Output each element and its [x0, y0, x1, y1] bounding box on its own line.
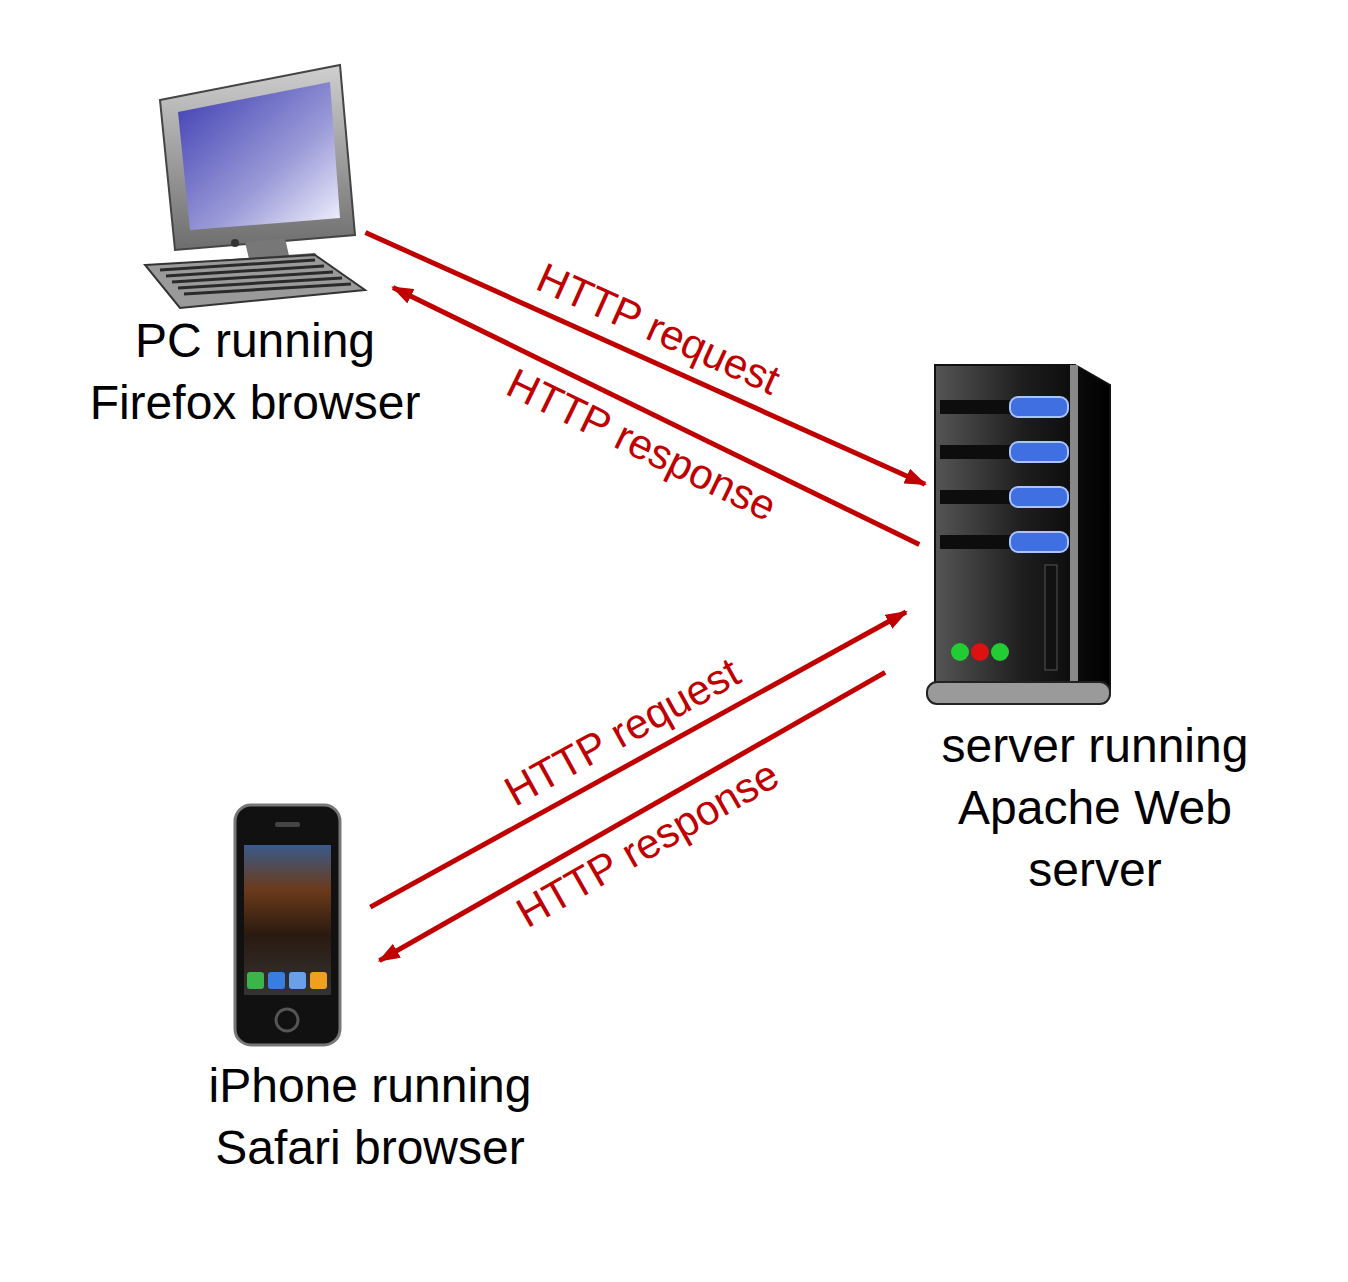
device-label: server running Apache Web server [895, 715, 1295, 901]
device-node: server running Apache Web server [895, 360, 1295, 901]
phone-icon [230, 800, 345, 1055]
device-label: PC running Firefox browser [70, 310, 440, 434]
pc-icon [140, 60, 370, 310]
device-node: iPhone running Safari browser [190, 800, 550, 1179]
edge-label: HTTP request [530, 255, 787, 404]
device-node: PC running Firefox browser [70, 60, 440, 434]
device-label: iPhone running Safari browser [190, 1055, 550, 1179]
server-icon [925, 360, 1115, 715]
